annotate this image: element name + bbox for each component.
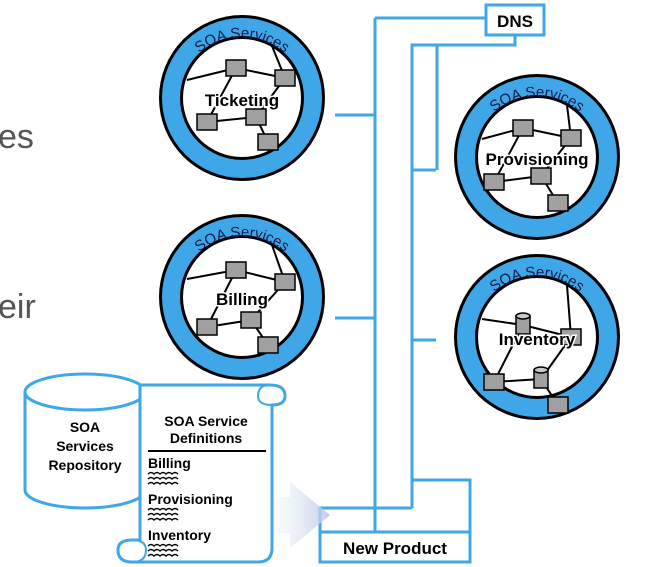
slide-text-fragment-1: es [0,118,34,156]
top-branch-line [410,34,517,170]
network-node [530,167,552,185]
slide-text-fragment-2: eir [0,288,36,326]
network-node [196,318,218,336]
repository-label-line2: Services [56,438,114,454]
definition-squiggle [147,553,179,558]
network-node [240,311,262,329]
network-node [257,133,279,151]
new-product-label: New Product [343,539,447,558]
network-node [547,194,569,212]
definitions-title-line2: Definitions [170,430,243,446]
network-node [483,173,505,191]
network-node [225,261,247,279]
service-name-ticketing: Ticketing [205,91,279,110]
network-edge [206,67,237,123]
definition-squiggle [147,512,179,517]
definition-entry-billing: Billing [148,455,191,471]
network-node [274,69,296,87]
definition-squiggle [147,517,179,522]
right-trunk-bottom-line [410,478,472,540]
repository-label-line1: SOA [70,419,100,435]
network-node-cylinder-top [533,366,549,374]
network-node [560,129,582,147]
new-product-box: New Product [318,530,472,564]
definitions-title-line1: SOA Service [164,413,248,429]
definition-squiggle [147,543,179,548]
network-node-cylinder-top [515,312,531,320]
definition-entry-inventory: Inventory [148,527,211,543]
dns-label: DNS [497,12,533,31]
ring-center [478,278,596,396]
service-name-billing: Billing [216,290,268,309]
definition-squiggle [147,471,179,476]
network-node [274,273,296,291]
service-definitions-scroll: SOA Service Definitions BillingProvision… [116,383,287,564]
definition-squiggle [147,548,179,553]
network-edge [206,269,237,328]
network-node [547,396,569,414]
network-node [225,59,247,77]
flow-arrow [258,482,330,548]
network-edge [493,127,524,183]
service-name-provisioning: Provisioning [486,150,589,169]
definition-squiggle [147,507,179,512]
network-node [483,373,505,391]
definition-squiggle [147,481,179,486]
network-node [512,119,534,137]
dns-box: DNS [484,3,546,37]
network-node [560,328,582,346]
network-node [257,336,279,354]
network-node [196,113,218,131]
network-node [245,108,267,126]
repository-label-line3: Repository [48,457,121,473]
definition-squiggle [147,476,179,481]
services-repository: SOA Services Repository [23,372,147,510]
service-name-inventory: Inventory [499,330,576,349]
definition-entry-provisioning: Provisioning [148,491,233,507]
ring-center [478,98,596,216]
